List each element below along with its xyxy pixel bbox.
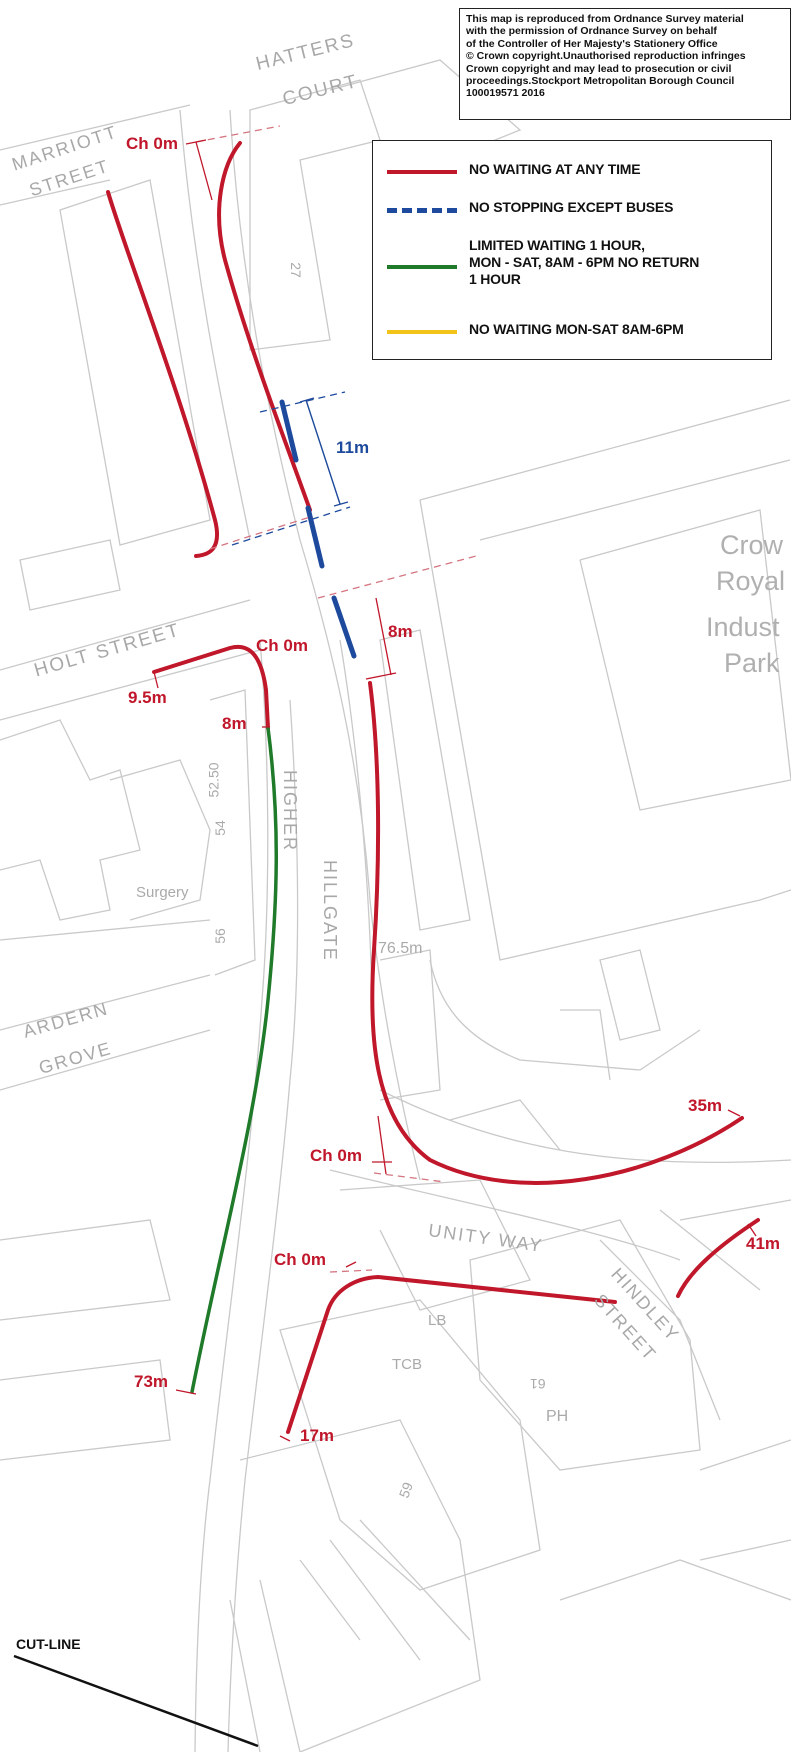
no-waiting-line-east-north — [217, 141, 312, 512]
house-number: 56 — [211, 928, 228, 944]
legend-label: NO STOPPING EXCEPT BUSES — [469, 199, 674, 215]
base-map — [0, 59, 791, 1752]
length-label: 17m — [300, 1426, 335, 1445]
place-label: Park — [724, 648, 780, 678]
length-label: 11m — [336, 438, 370, 457]
place-label: TCB — [392, 1356, 422, 1373]
house-number: 52.50 — [205, 762, 222, 798]
length-label: 76.5m — [378, 940, 423, 957]
place-label: Indust — [706, 612, 780, 642]
chainage-label: Ch 0m — [274, 1250, 326, 1269]
no-waiting-line-holt — [152, 644, 270, 730]
bus-stop-line — [279, 399, 357, 659]
cut-line — [13, 1654, 259, 1748]
chainage-label: Ch 0m — [126, 134, 178, 153]
legend-label: NO WAITING AT ANY TIME — [469, 161, 641, 177]
place-label: Surgery — [136, 884, 189, 901]
no-waiting-line-marriott — [106, 190, 219, 558]
legend-swatch-green — [387, 265, 457, 269]
legend-label: LIMITED WAITING 1 HOUR, MON - SAT, 8AM -… — [469, 237, 700, 287]
limited-waiting-line — [190, 726, 279, 1394]
place-label: PH — [546, 1408, 569, 1425]
dimension-guides — [153, 125, 757, 1442]
chainage-label: Ch 0m — [256, 636, 308, 655]
length-label: 41m — [746, 1234, 781, 1253]
cut-line-label: CUT-LINE — [16, 1636, 81, 1652]
house-number: 27 — [287, 262, 304, 278]
legend-swatch-yellow — [387, 330, 457, 334]
street-label: HILLGATE — [320, 860, 340, 962]
legend-swatch-red — [387, 170, 457, 174]
legend-swatch-blue — [387, 208, 457, 213]
place-label: Royal — [716, 566, 786, 596]
legend: NO WAITING AT ANY TIME NO STOPPING EXCEP… — [372, 140, 772, 360]
copyright-notice: This map is reproduced from Ordnance Sur… — [459, 8, 791, 120]
place-label: LB — [428, 1312, 447, 1329]
place-label: Crow — [720, 530, 784, 560]
no-waiting-line-41m — [676, 1218, 760, 1298]
length-label: 35m — [688, 1096, 723, 1115]
house-number: 54 — [211, 820, 228, 836]
chainage-label: Ch 0m — [310, 1146, 362, 1165]
legend-label: NO WAITING MON-SAT 8AM-6PM — [469, 321, 684, 337]
length-label: 8m — [388, 622, 413, 641]
no-waiting-line-east-south — [368, 681, 744, 1185]
no-waiting-line-unity-south — [286, 1274, 617, 1434]
restrictions — [106, 141, 760, 1434]
length-label: 73m — [134, 1372, 169, 1391]
length-label: 8m — [222, 714, 247, 733]
street-label: HIGHER — [280, 770, 300, 853]
house-number: 61 — [530, 1376, 546, 1392]
length-label: 9.5m — [128, 688, 167, 707]
